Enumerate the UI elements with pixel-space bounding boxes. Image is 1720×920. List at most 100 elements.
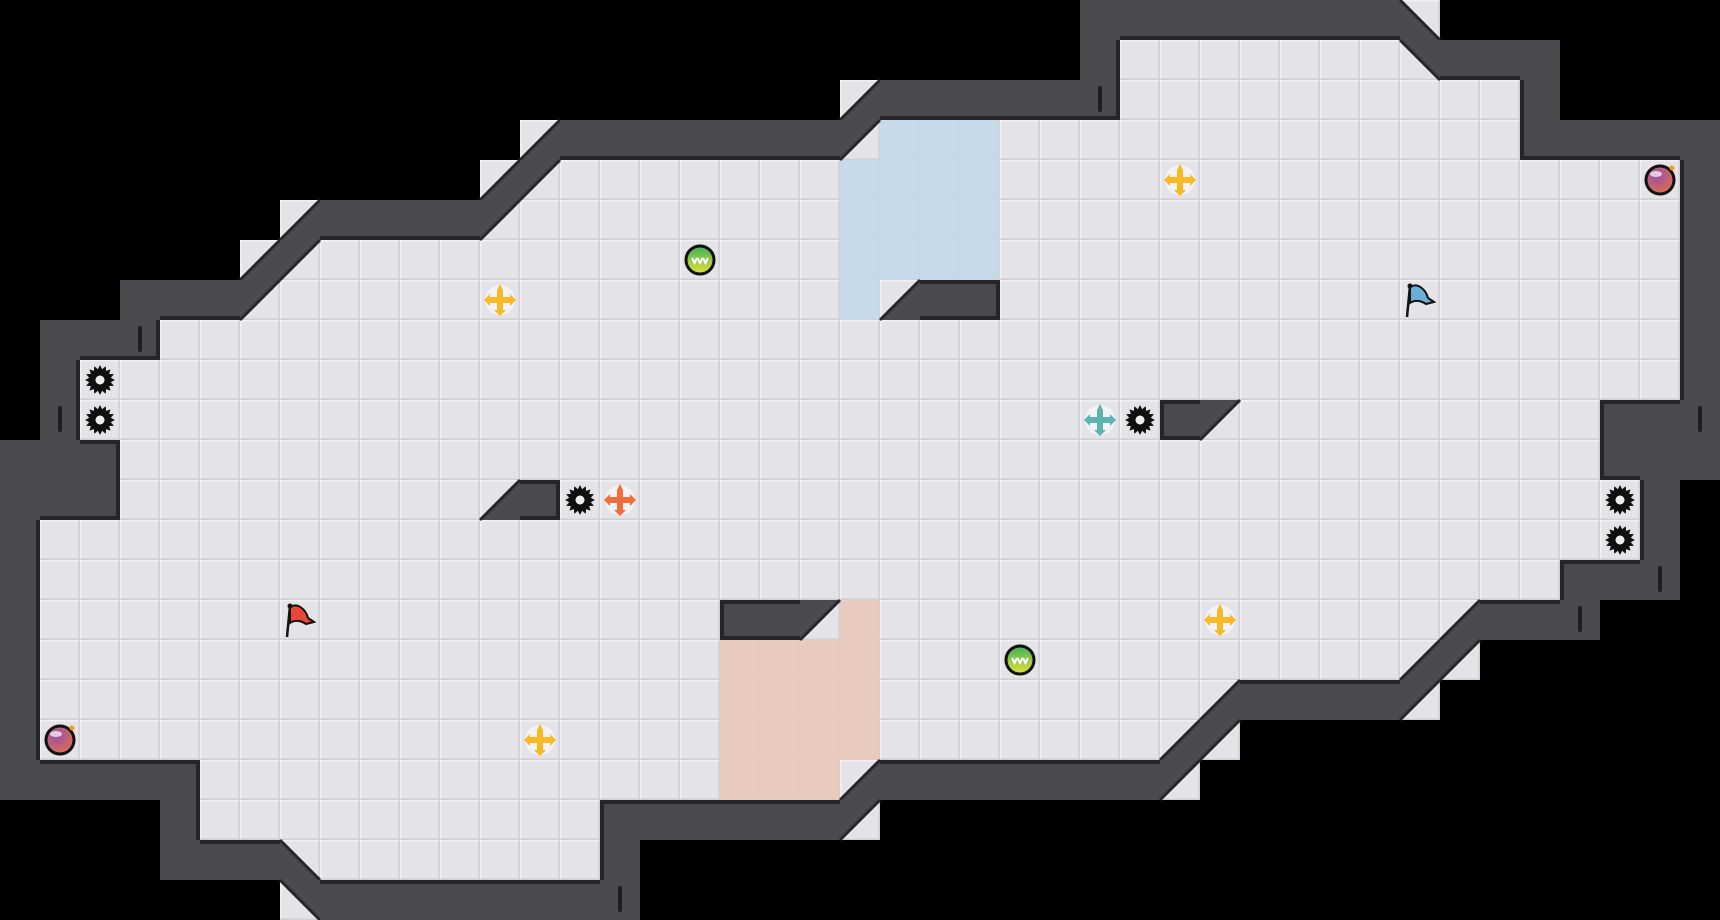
floor-tile — [1200, 240, 1240, 280]
floor-tile — [760, 320, 800, 360]
floor-tile — [360, 320, 400, 360]
red-endzone-tile — [840, 720, 880, 760]
wall-tile — [1600, 400, 1640, 440]
floor-tile — [920, 480, 960, 520]
floor-tile — [200, 800, 240, 840]
floor-tile — [1160, 280, 1200, 320]
entity-layer — [44, 164, 1676, 756]
floor-tile — [1240, 160, 1280, 200]
floor-tile — [520, 840, 560, 880]
wall-tile — [1320, 680, 1360, 720]
floor-tile — [1560, 480, 1600, 520]
floor-tile — [280, 280, 320, 320]
floor-tile — [760, 200, 800, 240]
wall-tile — [80, 440, 120, 480]
wall-tile — [680, 120, 720, 160]
spike-icon — [85, 365, 115, 395]
floor-tile — [1400, 400, 1440, 440]
floor-tile — [1520, 560, 1560, 600]
floor-tile — [440, 240, 480, 280]
floor-tile — [1280, 280, 1320, 320]
floor-tile — [1360, 200, 1400, 240]
floor-tile — [440, 840, 480, 880]
floor-tile — [1120, 720, 1160, 760]
floor-tile — [280, 800, 320, 840]
floor-tile — [680, 600, 720, 640]
floor-tile — [400, 400, 440, 440]
floor-tile — [1080, 440, 1120, 480]
floor-tile — [1000, 280, 1040, 320]
floor-tile — [1120, 600, 1160, 640]
floor-tile — [640, 600, 680, 640]
floor-tile — [1520, 200, 1560, 240]
floor-tile — [1520, 440, 1560, 480]
floor-tile — [1120, 440, 1160, 480]
floor-tile — [320, 840, 360, 880]
floor-tile — [800, 280, 840, 320]
floor-tile — [520, 320, 560, 360]
floor-tile — [600, 520, 640, 560]
wall-tile — [1680, 360, 1720, 400]
floor-tile — [1240, 240, 1280, 280]
floor-tile — [160, 320, 200, 360]
floor-tile — [1240, 520, 1280, 560]
bomb-icon — [44, 724, 76, 756]
floor-tile — [1160, 320, 1200, 360]
floor-tile — [400, 680, 440, 720]
floor-tile — [1480, 440, 1520, 480]
floor-tile — [1360, 360, 1400, 400]
floor-tile — [520, 360, 560, 400]
floor-tile — [840, 560, 880, 600]
floor-tile — [800, 240, 840, 280]
floor-tile — [1600, 360, 1640, 400]
floor-tile — [1320, 600, 1360, 640]
floor-tile — [1120, 680, 1160, 720]
floor-tile — [1360, 560, 1400, 600]
wall-tile — [160, 840, 200, 880]
wall-tile — [1080, 760, 1120, 800]
wall-tile — [400, 200, 440, 240]
floor-tile — [240, 640, 280, 680]
floor-tile — [1080, 280, 1120, 320]
floor-tile — [680, 480, 720, 520]
floor-tile — [80, 520, 120, 560]
floor-tile — [400, 240, 440, 280]
floor-tile — [960, 440, 1000, 480]
floor-tile — [920, 680, 960, 720]
floor-tile — [1400, 320, 1440, 360]
wall-tile — [720, 800, 760, 840]
floor-tile — [720, 400, 760, 440]
floor-tile — [800, 480, 840, 520]
floor-tile — [200, 760, 240, 800]
floor-tile — [1280, 120, 1320, 160]
floor-tile — [1320, 320, 1360, 360]
floor-tile — [280, 480, 320, 520]
floor-tile — [480, 360, 520, 400]
floor-tile — [240, 320, 280, 360]
floor-tile — [520, 560, 560, 600]
floor-tile — [1120, 640, 1160, 680]
floor-tile — [280, 640, 320, 680]
bomb-icon — [1644, 164, 1676, 196]
blue-endzone-tile — [880, 200, 920, 240]
floor-tile — [880, 560, 920, 600]
wall-mark — [1098, 86, 1102, 112]
floor-tile — [360, 560, 400, 600]
floor-tile — [800, 560, 840, 600]
floor-tile — [640, 360, 680, 400]
floor-tile — [640, 680, 680, 720]
floor-tile — [1400, 160, 1440, 200]
floor-tile — [80, 680, 120, 720]
floor-tile — [1000, 240, 1040, 280]
wall-tile — [160, 280, 200, 320]
blue-flag-icon — [1405, 283, 1437, 318]
floor-tile — [1200, 280, 1240, 320]
floor-tile — [320, 600, 360, 640]
blue-endzone-tile — [960, 200, 1000, 240]
wall-tile — [1200, 0, 1240, 40]
floor-tile — [680, 680, 720, 720]
floor-tile — [1160, 360, 1200, 400]
floor-tile — [1320, 240, 1360, 280]
floor-tile — [720, 280, 760, 320]
floor-tile — [1320, 520, 1360, 560]
